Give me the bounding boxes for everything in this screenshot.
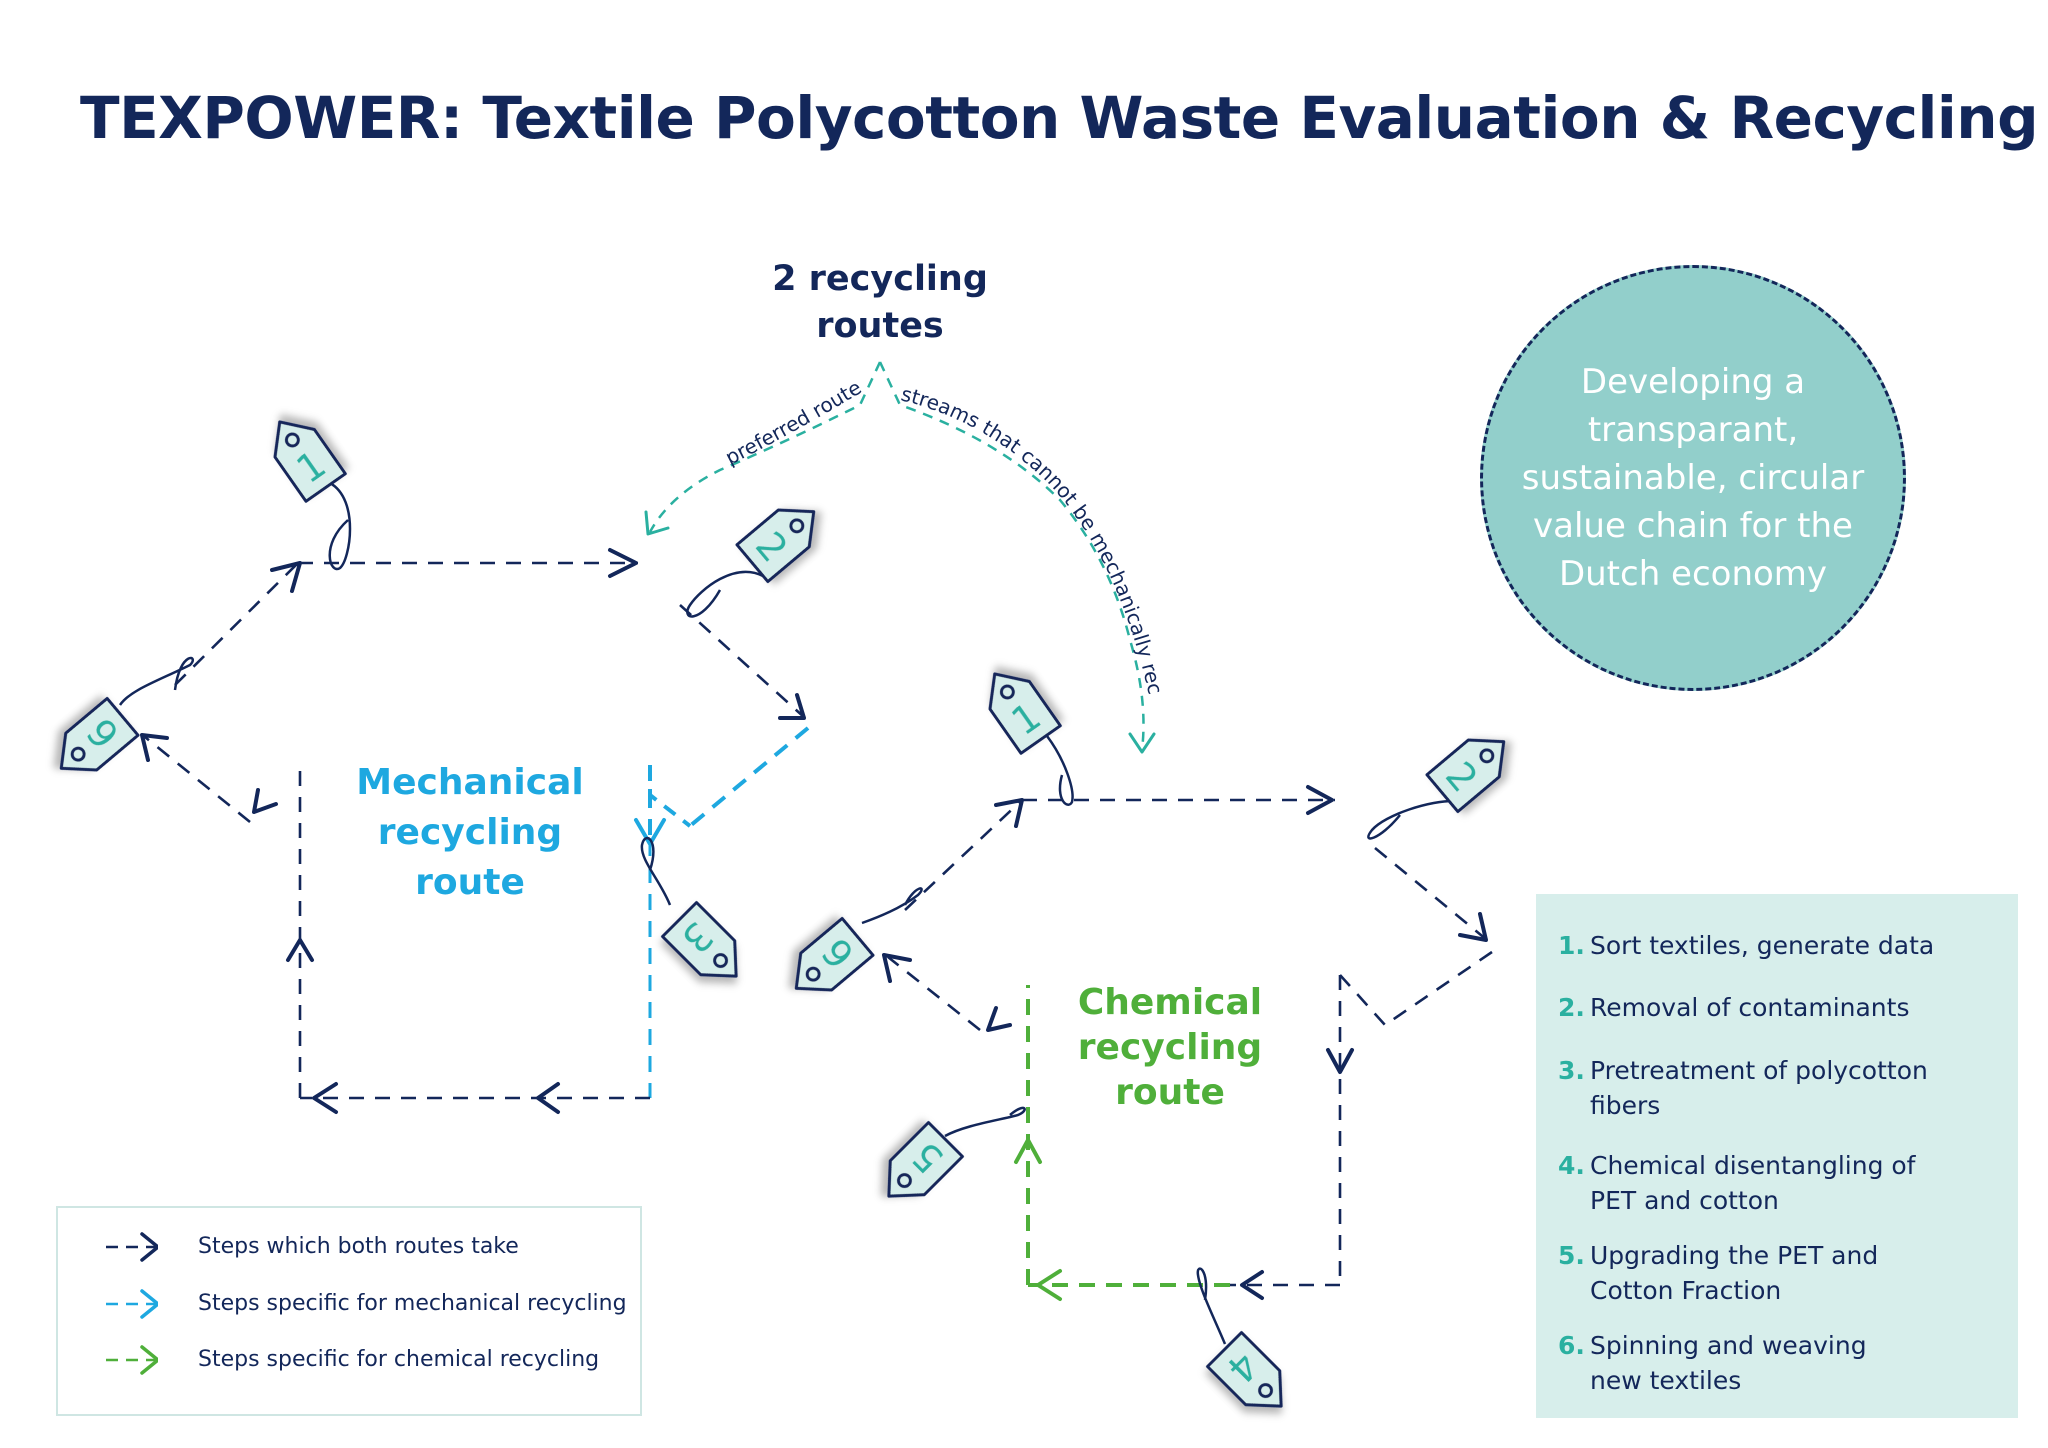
arrowhead-mech-down <box>252 788 278 814</box>
legend-both: Steps which both routes take <box>198 1234 519 1259</box>
arrowhead-chem-bottom-1 <box>1240 1270 1264 1300</box>
path-chem-6-to-1 <box>904 799 1023 911</box>
step-item-6: 6.Spinning and weaving new textiles <box>1558 1331 1867 1395</box>
arrowhead-chem-6 <box>882 953 912 983</box>
path-mech-to-6 <box>144 735 251 824</box>
tag-mech-1: 1 <box>258 406 347 503</box>
legend-swatch-mechanical <box>106 1289 158 1319</box>
path-mech-6-to-1 <box>174 562 299 686</box>
tag-chem-5: 5 <box>870 1121 964 1215</box>
arrowhead-mech-6 <box>140 733 169 762</box>
tag-string-mech-3 <box>640 836 672 906</box>
preferred-route-line <box>648 361 882 533</box>
tag-chem-4: 4 <box>1206 1331 1300 1425</box>
path-mech-2-to-bend <box>679 604 806 719</box>
chemical-route-paths <box>882 785 1493 1301</box>
arrowhead-chem-2 <box>1306 785 1334 815</box>
step-item-2: 2.Removal of contaminants <box>1558 993 1910 1022</box>
legend-swatches <box>106 1232 158 1375</box>
step-item-3: 3.Pretreatment of polycotton fibers <box>1558 1056 1928 1120</box>
tag-string-mech-2 <box>686 570 766 618</box>
tag-mech-2: 2 <box>735 491 831 584</box>
tag-mech-6: 6 <box>44 696 140 789</box>
arrowhead-mech-bottom-1 <box>536 1082 560 1114</box>
tag-string-mech-6 <box>118 656 194 706</box>
legend: Steps which both routes take Steps speci… <box>56 1206 642 1416</box>
tag-strings <box>118 481 1457 1345</box>
other-route-line <box>878 361 1145 751</box>
step-item-4: 4.Chemical disentangling of PET and cott… <box>1558 1151 1916 1215</box>
arrowhead-mech-bottom-2 <box>312 1082 338 1114</box>
mechanical-route-label: Mechanical recycling route <box>356 762 584 903</box>
legend-swatch-chemical <box>106 1345 158 1375</box>
vision-circle: Developing a transparant, sustainable, c… <box>1480 265 1906 691</box>
page-title: TEXPOWER: Textile Polycotton Waste Evalu… <box>80 84 2039 152</box>
arrowhead-chem-down <box>986 1006 1012 1032</box>
path-chem-to-6 <box>887 955 981 1032</box>
steps-list: 1.Sort textiles, generate data 2.Removal… <box>1536 894 2018 1418</box>
tag-string-mech-1 <box>328 481 352 571</box>
tag-string-chem-1 <box>1045 735 1074 806</box>
tag-chem-1: 1 <box>973 658 1062 755</box>
path-mech-blue-zigzag <box>648 765 692 828</box>
tag-string-chem-2 <box>1367 799 1457 840</box>
tag-string-chem-5 <box>944 1106 1026 1138</box>
arrowhead-preferred <box>644 510 670 536</box>
arrowhead-other <box>1128 732 1156 754</box>
tag-string-chem-6 <box>861 887 923 925</box>
legend-swatch-both <box>106 1232 158 1262</box>
path-chem-zigzag <box>1339 950 1493 1027</box>
path-chem-2-to-bend <box>1374 846 1488 942</box>
arrowhead-mech-1 <box>270 561 302 593</box>
arrowhead-chem-bottom-2 <box>1036 1269 1062 1301</box>
legend-mechanical: Steps specific for mechanical recycling <box>198 1291 627 1316</box>
arrowhead-mech-left <box>286 938 314 962</box>
route-split: preferred route streams that cannot be m… <box>0 0 1168 754</box>
mechanical-route-paths <box>140 548 810 1114</box>
preferred-route-label: preferred route <box>721 375 865 469</box>
step-item-1: 1.Sort textiles, generate data <box>1558 931 1935 960</box>
tag-string-chem-4 <box>1196 1267 1227 1345</box>
legend-chemical: Steps specific for chemical recycling <box>198 1347 600 1372</box>
arrowhead-chem-down <box>1326 1048 1354 1074</box>
arrowhead-chem-left <box>1014 1138 1042 1164</box>
tag-chem-6: 6 <box>779 916 875 1009</box>
arrowhead-chem-bend <box>1458 912 1488 942</box>
arrowhead-mech-bend <box>778 693 806 720</box>
tag-mech-3: 3 <box>661 901 755 995</box>
arrowhead-mech-2 <box>608 548 638 578</box>
vision-text: Developing a transparant, sustainable, c… <box>1521 362 1865 594</box>
tag-chem-2: 2 <box>1425 721 1521 814</box>
step-item-5: 5.Upgrading the PET and Cotton Fraction <box>1558 1241 1879 1305</box>
path-mech-blue-diagonal <box>688 726 810 828</box>
chemical-route-label: Chemical recycling route <box>1077 982 1263 1113</box>
routes-title: 2 recycling routes <box>772 259 988 346</box>
